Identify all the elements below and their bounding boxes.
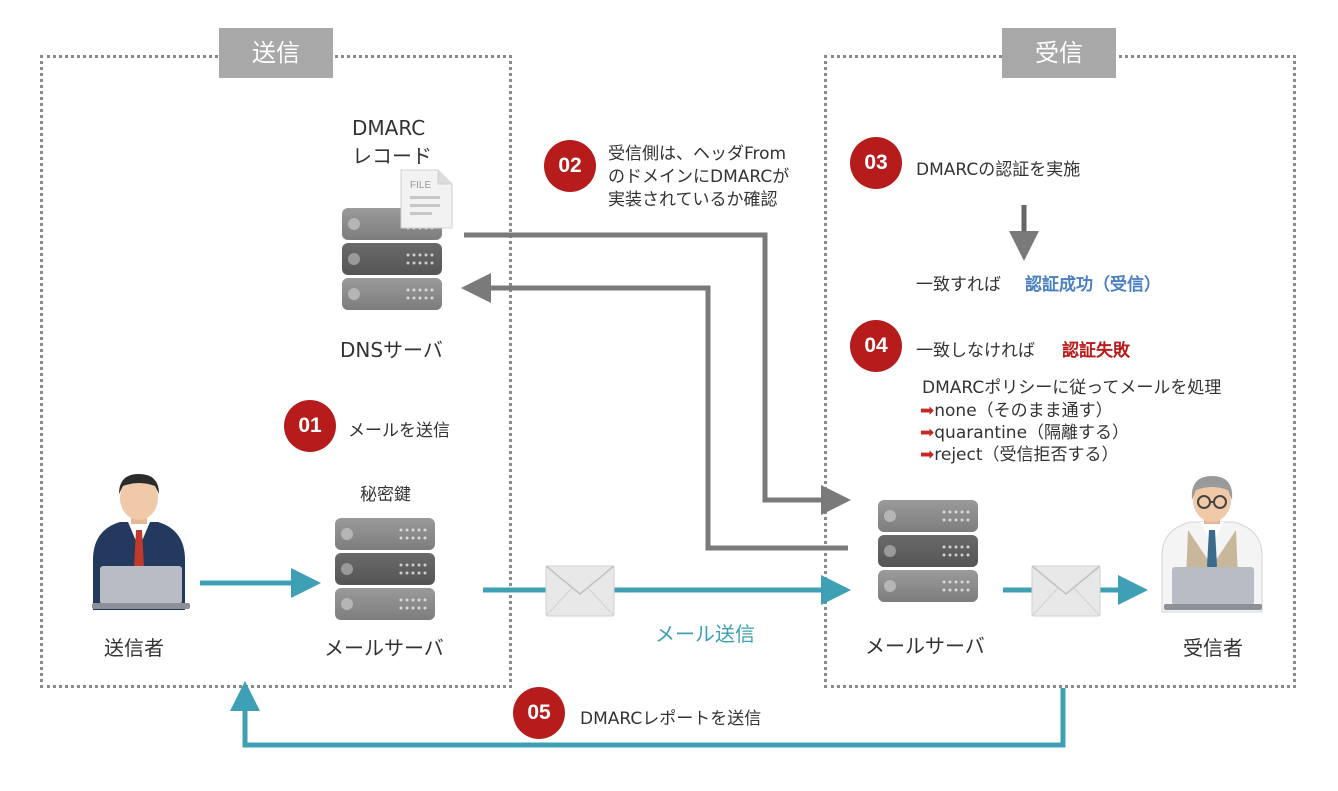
step-02-badge: 02 [544, 140, 596, 192]
receiver-mail-server-label: メールサーバ [865, 634, 985, 658]
mail-send-label: メール送信 [655, 622, 755, 646]
receiver-label: 受信者 [1183, 636, 1243, 660]
policy-reject-text: reject（受信拒否する） [934, 445, 1119, 465]
step-02-line2: のドメインにDMARCが [608, 167, 790, 187]
send-zone-tag: 送信 [219, 28, 333, 78]
file-icon-text: FILE [410, 180, 432, 191]
dmarc-record-label-line2: レコード [352, 144, 432, 168]
dns-response-line [461, 273, 848, 551]
sender-label: 送信者 [104, 636, 164, 660]
policy-arrow-icon: ➡ [920, 401, 935, 421]
file-icon [400, 169, 453, 229]
policy-quarantine-text: quarantine（隔離する） [934, 423, 1130, 443]
receiver-server-icon [878, 500, 978, 602]
mismatch-prefix: 一致しなければ [916, 341, 1035, 361]
receiver-laptop-icon [1164, 567, 1262, 610]
auth-success-text: 認証成功（受信） [1025, 275, 1161, 295]
auth-fail-text: 認証失敗 [1062, 341, 1130, 361]
policy-quarantine: ➡quarantine（隔離する） [920, 418, 1129, 443]
step-05-badge: 05 [513, 687, 565, 739]
policy-reject: ➡reject（受信拒否する） [920, 440, 1119, 465]
step-03-badge: 03 [850, 137, 902, 189]
sender-server-icon [335, 518, 435, 620]
step-02-line1: 受信側は、ヘッダFrom [608, 144, 787, 164]
policy-none-text: none（そのまま通す） [934, 401, 1113, 421]
dmarc-record-label-line1: DMARC [352, 116, 426, 140]
receive-zone-tag: 受信 [1002, 28, 1116, 78]
policy-none: ➡none（そのまま通す） [920, 396, 1113, 421]
private-key-label: 秘密鍵 [360, 485, 411, 505]
dns-query-line [464, 232, 851, 515]
sender-mail-server-label: メールサーバ [324, 636, 444, 660]
policy-arrow-icon: ➡ [920, 445, 935, 465]
policy-title: DMARCポリシーに従ってメールを処理 [922, 378, 1222, 398]
dns-server-label: DNSサーバ [340, 338, 443, 362]
step-05-text: DMARCレポートを送信 [580, 709, 762, 729]
step-01-badge: 01 [284, 400, 336, 452]
report-line [230, 681, 1066, 748]
step-01-text: メールを送信 [348, 421, 450, 441]
deliver-envelope-icon [1031, 565, 1101, 617]
step-04-badge: 04 [850, 320, 902, 372]
mail-envelope-icon [545, 565, 615, 617]
policy-arrow-icon: ➡ [920, 423, 935, 443]
sender-laptop-icon [92, 566, 190, 609]
step-02-line3: 実装されているか確認 [608, 190, 778, 210]
step-03-text: DMARCの認証を実施 [916, 160, 1081, 180]
match-prefix: 一致すれば [916, 275, 1001, 295]
